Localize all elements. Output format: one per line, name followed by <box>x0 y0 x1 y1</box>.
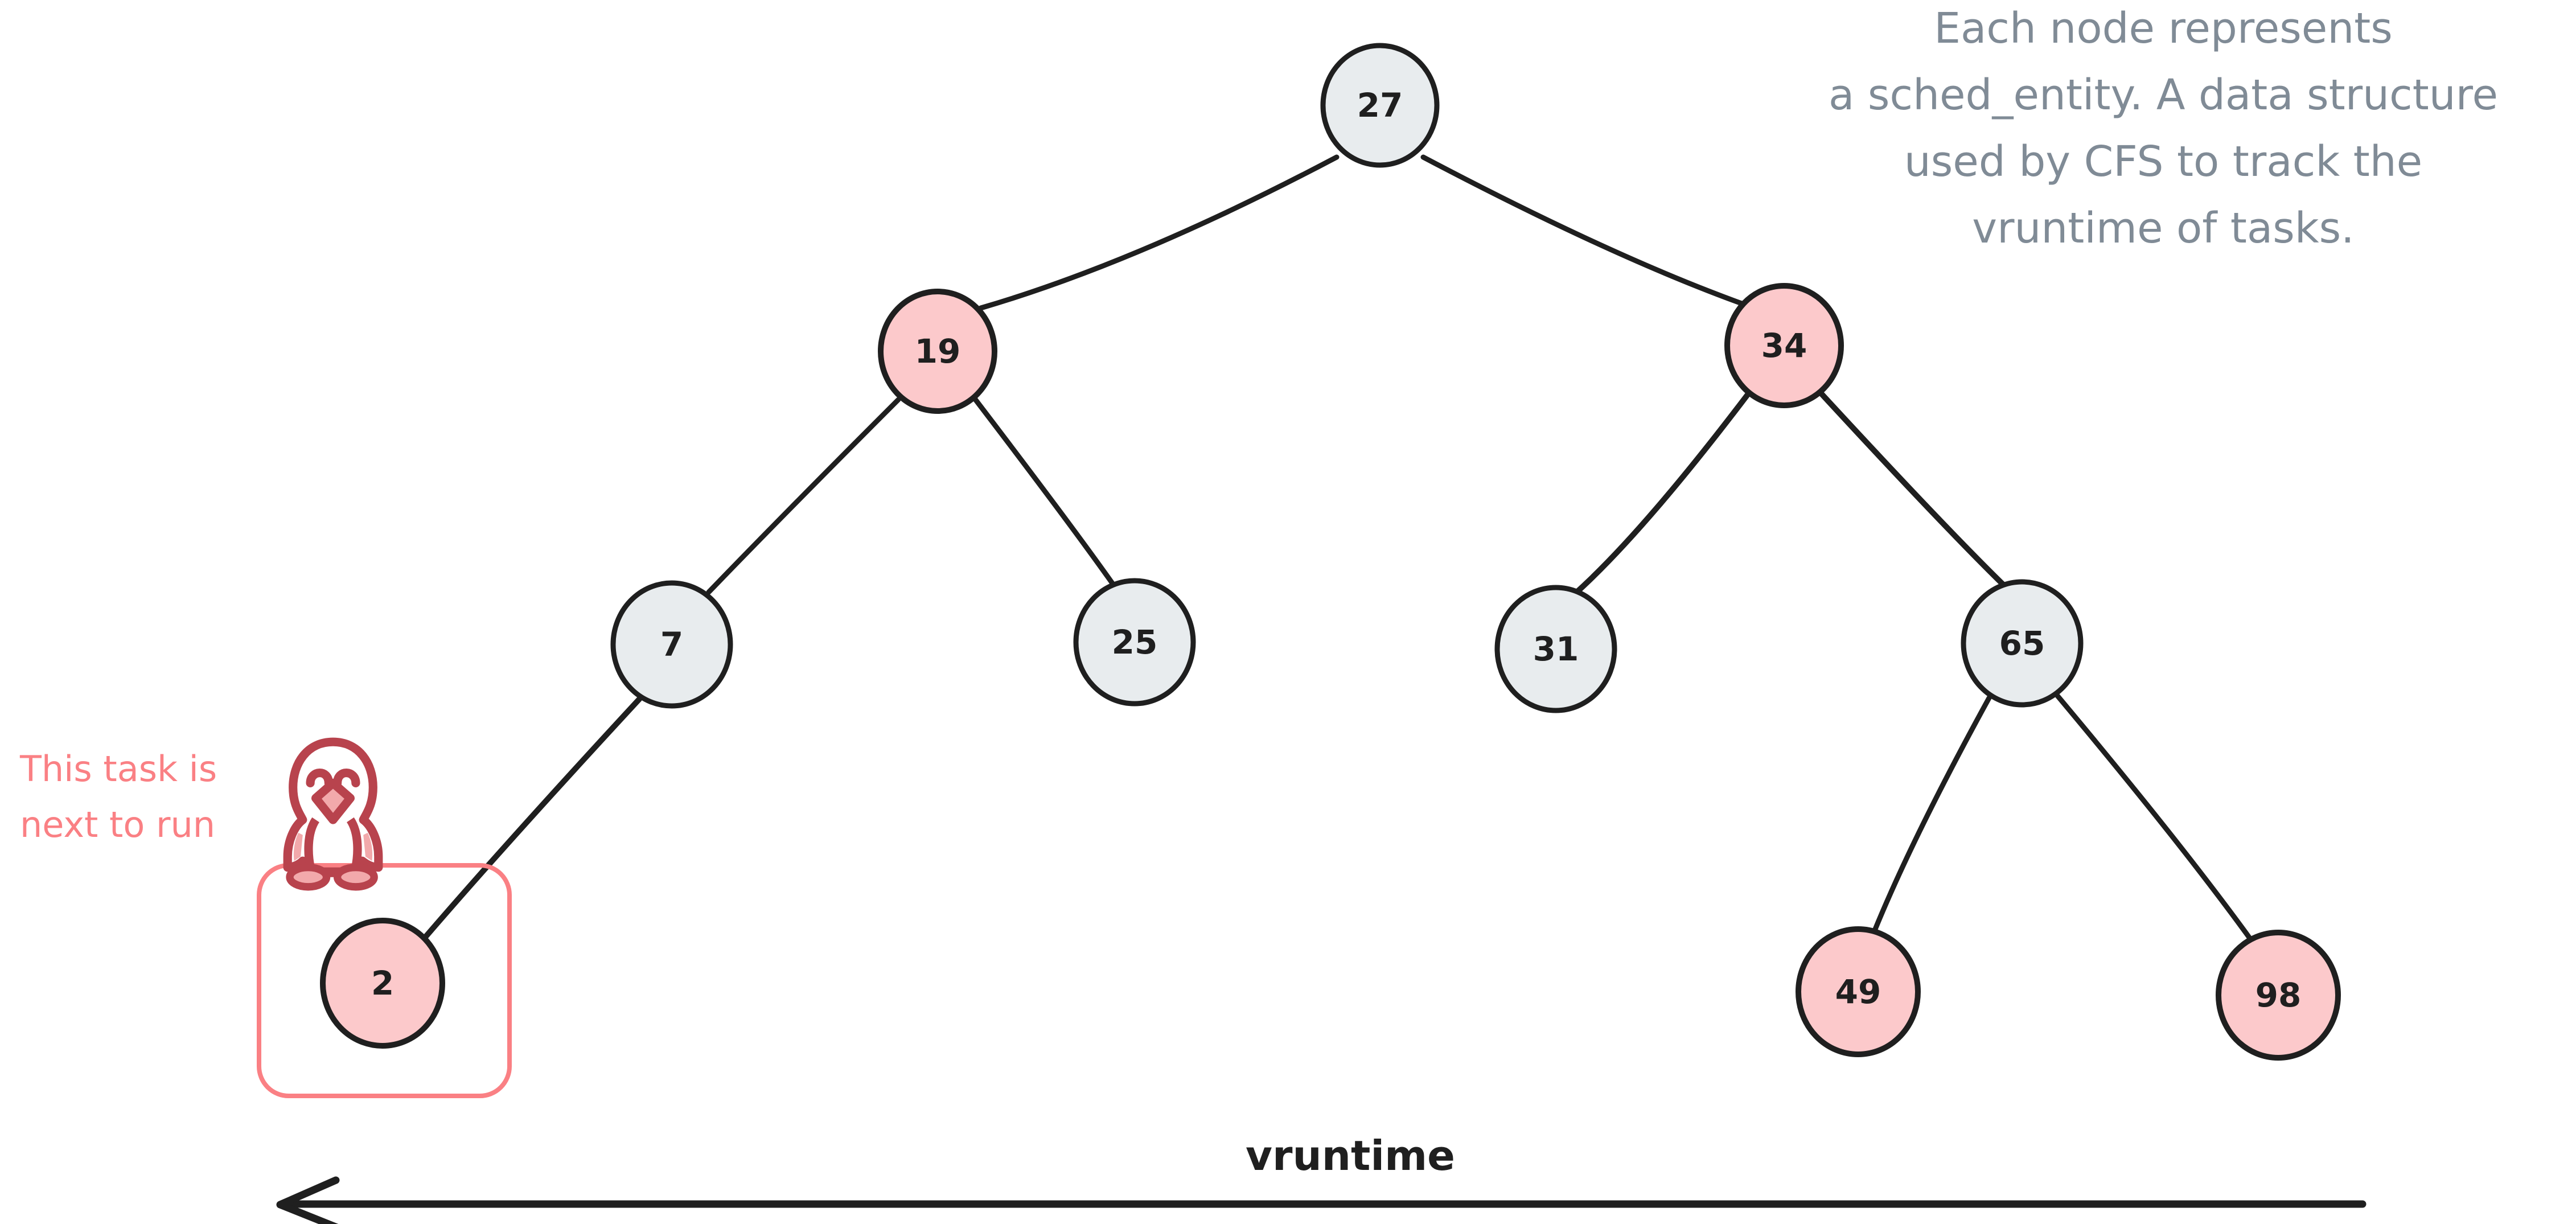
penguin-right-foot <box>333 863 378 891</box>
description-line-3: used by CFS to track the <box>1904 137 2422 186</box>
penguin-beak <box>311 778 355 824</box>
edge-27-34 <box>1420 154 1746 307</box>
node-34[interactable]: 34 <box>1724 283 1844 408</box>
description-line-4: vruntime of tasks. <box>1972 204 2354 253</box>
penguin-right-eye <box>333 769 360 788</box>
penguin-left-eye <box>306 769 334 788</box>
description-line-1: Each node represents <box>1934 4 2393 53</box>
node-31-shape <box>1494 585 1617 713</box>
node-34-shape <box>1724 283 1844 408</box>
edge-65-49 <box>1871 695 1992 935</box>
node-2[interactable]: 2 <box>320 918 445 1049</box>
node-7-label: 7 <box>660 625 683 664</box>
node-31-label: 31 <box>1533 630 1579 668</box>
tree-nodes: 27 19 34 7 25 31 <box>320 43 2341 1061</box>
node-49-shape <box>1796 926 1921 1057</box>
next-task-highlight-box <box>257 863 512 1098</box>
vruntime-axis-arrowhead <box>276 1176 340 1224</box>
node-19-label: 19 <box>915 332 961 371</box>
node-19[interactable]: 19 <box>878 289 997 414</box>
edge-27-19 <box>978 154 1340 311</box>
node-31[interactable]: 31 <box>1494 585 1617 713</box>
node-98-label: 98 <box>2255 976 2302 1014</box>
penguin-belly <box>304 817 362 876</box>
next-task-callout: This task is next to run <box>19 748 217 845</box>
node-65-label: 65 <box>1999 624 2045 663</box>
node-98-shape <box>2216 930 2341 1061</box>
node-19-shape <box>878 289 997 414</box>
description-line-2: a sched_entity. A data structure <box>1829 71 2498 120</box>
tux-penguin-icon <box>283 737 383 891</box>
node-49[interactable]: 49 <box>1796 926 1921 1057</box>
edge-34-65 <box>1818 390 2007 588</box>
node-65[interactable]: 65 <box>1961 579 2084 708</box>
next-task-line-1: This task is <box>19 748 217 790</box>
edge-7-2 <box>423 696 642 939</box>
edge-19-25 <box>972 396 1116 587</box>
vruntime-axis: vruntime <box>276 1132 2367 1224</box>
node-25-label: 25 <box>1112 623 1158 662</box>
node-65-shape <box>1961 579 2084 708</box>
next-task-line-2: next to run <box>20 804 215 845</box>
node-25-shape <box>1073 578 1196 707</box>
penguin-right-wing-accent <box>363 832 373 861</box>
node-98[interactable]: 98 <box>2216 930 2341 1061</box>
vruntime-axis-label: vruntime <box>1246 1132 1455 1180</box>
penguin-left-wing-accent <box>293 832 303 861</box>
node-2-shape <box>320 918 445 1049</box>
node-7[interactable]: 7 <box>610 580 733 709</box>
node-27[interactable]: 27 <box>1320 43 1440 168</box>
node-2-label: 2 <box>371 964 394 1003</box>
node-25[interactable]: 25 <box>1073 578 1196 707</box>
tree-edges <box>423 154 2253 941</box>
edge-34-31 <box>1575 392 1751 594</box>
sched-entity-description: Each node represents a sched_entity. A d… <box>1829 4 2498 253</box>
node-34-label: 34 <box>1761 326 1807 365</box>
penguin-left-foot <box>286 863 331 891</box>
node-49-label: 49 <box>1835 972 1881 1011</box>
edge-65-98 <box>2055 693 2253 941</box>
node-27-label: 27 <box>1357 86 1403 125</box>
node-7-shape <box>610 580 733 709</box>
edge-19-7 <box>706 397 901 595</box>
node-27-shape <box>1320 43 1440 168</box>
